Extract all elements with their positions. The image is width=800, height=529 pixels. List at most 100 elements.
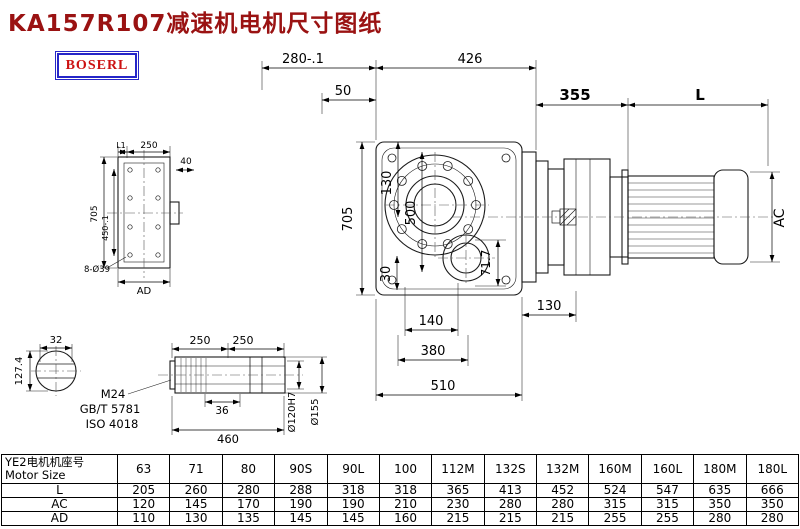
table-cell: 315	[588, 497, 642, 512]
dim-705-left-view: 705	[90, 205, 100, 222]
table-cell: 255	[640, 511, 695, 526]
header-label-cn: YE2电机机座号	[5, 455, 85, 469]
motor-fins	[628, 182, 714, 254]
table-cell: 215	[535, 511, 590, 526]
motor-size-header: 71	[169, 454, 223, 484]
mount-face-view	[117, 156, 180, 269]
dim-460: 460	[217, 432, 239, 446]
table-cell: 280	[693, 511, 747, 526]
dim-40: 40	[180, 157, 192, 167]
table-cell: 635	[693, 483, 747, 498]
dim-dia-120: Ø120H7	[286, 392, 298, 433]
extension-lines	[26, 60, 780, 435]
table-cell: 215	[483, 511, 538, 526]
table-cell: 120	[116, 497, 171, 512]
header-label-en: Motor Size	[5, 468, 66, 482]
table-cell: 280	[221, 483, 276, 498]
dim-dia-155: Ø155	[309, 399, 321, 426]
row-label: L	[1, 483, 118, 498]
dim-71-7: 71.7	[479, 250, 493, 277]
table-cell: 413	[483, 483, 538, 498]
dim-8-holes: 8-Ø39	[84, 264, 110, 275]
table-cell: 230	[431, 497, 485, 512]
dim-127-4: 127.4	[14, 357, 25, 386]
motor-size-header: 132S	[483, 454, 538, 484]
table-cell: 280	[535, 497, 590, 512]
table-cell: 190	[326, 497, 380, 512]
motor-size-header: 80	[221, 454, 276, 484]
table-cell: 110	[116, 511, 171, 526]
table-cell: 280	[745, 511, 799, 526]
table-header-label: YE2电机机座号 Motor Size	[1, 454, 118, 484]
brand-logo: BOSERL	[55, 51, 139, 80]
dim-250-b: 250	[233, 334, 254, 347]
dim-250-a: 250	[190, 334, 211, 347]
dim-36: 36	[215, 405, 229, 417]
motor-size-header: 132M	[535, 454, 590, 484]
table-cell: 255	[588, 511, 642, 526]
table-cell: 280	[483, 497, 538, 512]
table-cell: 350	[693, 497, 747, 512]
dim-32: 32	[50, 335, 63, 346]
page-title: KA157R107减速机电机尺寸图纸	[8, 11, 383, 37]
label-m24: M24	[101, 387, 126, 401]
dim-450: 450-.1	[101, 215, 110, 241]
dim-130-vert: 130	[380, 171, 395, 196]
label-iso-standard: ISO 4018	[86, 417, 139, 431]
dim-510: 510	[431, 379, 456, 394]
table-cell: 350	[745, 497, 799, 512]
dim-L1: L1	[116, 141, 126, 150]
dim-380: 380	[421, 344, 446, 359]
motor-size-header: 90S	[274, 454, 328, 484]
table-cell: 145	[274, 511, 328, 526]
table-cell: 288	[274, 483, 328, 498]
table-cell: 365	[431, 483, 485, 498]
table-cell: 315	[640, 497, 695, 512]
label-gb-standard: GB/T 5781	[80, 402, 141, 416]
table-cell: 170	[221, 497, 276, 512]
dim-705: 705	[341, 207, 356, 232]
dimension-lines	[27, 65, 775, 433]
table-cell: 452	[535, 483, 590, 498]
dim-AC: AC	[772, 208, 788, 227]
technical-drawing: 280-.1 426 50 355 L 705 130 500 30 71.7 …	[14, 52, 788, 446]
motor-size-header: 63	[116, 454, 171, 484]
dim-250-left-view: 250	[140, 141, 157, 151]
table-cell: 135	[221, 511, 276, 526]
centerlines	[31, 150, 780, 396]
dim-AD: AD	[137, 286, 152, 297]
motor-size-header: 100	[378, 454, 433, 484]
dim-280: 280-.1	[282, 52, 324, 67]
table-cell: 130	[169, 511, 223, 526]
dim-355: 355	[559, 86, 590, 104]
motor-size-header: 180M	[693, 454, 747, 484]
table-cell: 215	[431, 511, 485, 526]
motor-size-header: 180L	[745, 454, 799, 484]
table-cell: 524	[588, 483, 642, 498]
table-cell: 547	[640, 483, 695, 498]
table-cell: 318	[326, 483, 380, 498]
dim-50: 50	[335, 84, 352, 99]
dim-426: 426	[458, 52, 483, 67]
table-cell: 160	[378, 511, 433, 526]
motor-size-header: 160L	[640, 454, 695, 484]
row-label: AC	[1, 497, 118, 512]
dim-30: 30	[379, 266, 394, 283]
table-cell: 318	[378, 483, 433, 498]
motor-size-header: 160M	[588, 454, 642, 484]
dim-L: L	[695, 86, 705, 104]
table-cell: 210	[378, 497, 433, 512]
dim-140: 140	[419, 314, 444, 329]
table-cell: 666	[745, 483, 799, 498]
table-cell: 145	[326, 511, 380, 526]
motor-size-header: 112M	[431, 454, 485, 484]
dimension-labels: 280-.1 426 50 355 L 705 130 500 30 71.7 …	[14, 52, 788, 446]
row-label: AD	[1, 511, 118, 526]
dim-130-bottom: 130	[537, 299, 562, 314]
